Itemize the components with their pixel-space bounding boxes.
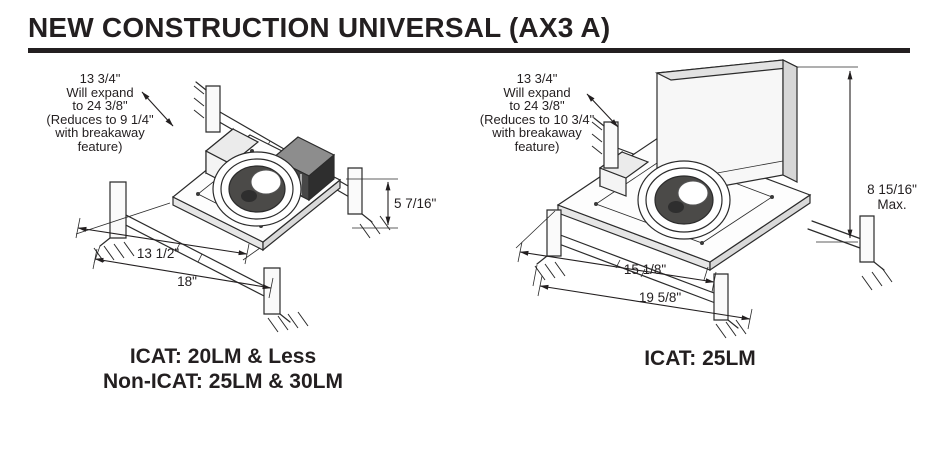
left-overall-width-dimension: 18" xyxy=(177,274,197,289)
left-expand-note: 13 3/4" Will expand to 24 3/8" (Reduces … xyxy=(30,72,170,153)
note-line: with breakaway xyxy=(55,125,145,140)
note-line: to 24 3/8" xyxy=(509,98,565,113)
title-rule xyxy=(28,48,910,53)
right-caption-line-1: ICAT: 25LM xyxy=(644,347,756,370)
note-line: (Reduces to 10 3/4" xyxy=(479,111,595,127)
aperture xyxy=(637,160,731,240)
aperture xyxy=(212,151,302,227)
note-line: to 24 3/8" xyxy=(72,98,128,113)
left-caption-line-1: ICAT: 20LM & Less xyxy=(129,345,317,368)
note-line: feature) xyxy=(514,138,560,154)
right-overall-width-dimension: 19 5/8" xyxy=(638,290,682,305)
left-height-dimension: 5 7/16" xyxy=(394,196,437,211)
right-height-qualifier: Max. xyxy=(877,197,907,212)
right-caption: ICAT: 25LM xyxy=(520,346,880,371)
dimension-lines xyxy=(75,91,398,299)
note-line: with breakaway xyxy=(492,125,582,140)
page-title: NEW CONSTRUCTION UNIVERSAL (AX3 A) xyxy=(28,12,611,43)
note-line: (Reduces to 9 1/4" xyxy=(46,111,154,127)
right-height-dimension: 8 15/16" Max. xyxy=(856,182,928,212)
left-caption: ICAT: 20LM & Less Non-ICAT: 25LM & 30LM xyxy=(28,344,418,394)
note-line: feature) xyxy=(77,138,123,154)
junction-box xyxy=(204,127,260,187)
dimension-lines xyxy=(515,66,858,330)
left-pan-width-dimension: 13 1/2" xyxy=(136,246,180,261)
note-line: Will expand xyxy=(503,84,571,100)
right-pan-width-dimension: 15 1/8" xyxy=(623,262,667,277)
right-height-value: 8 15/16" xyxy=(867,182,917,197)
note-line: 13 3/4" xyxy=(516,71,558,86)
right-expand-note: 13 3/4" Will expand to 24 3/8" (Reduces … xyxy=(462,72,612,153)
note-line: Will expand xyxy=(66,84,134,100)
right-fixture-drawing xyxy=(515,59,893,339)
left-fixture-drawing xyxy=(75,81,398,333)
left-caption-line-2: Non-ICAT: 25LM & 30LM xyxy=(103,370,343,393)
note-line: 13 3/4" xyxy=(79,71,121,86)
